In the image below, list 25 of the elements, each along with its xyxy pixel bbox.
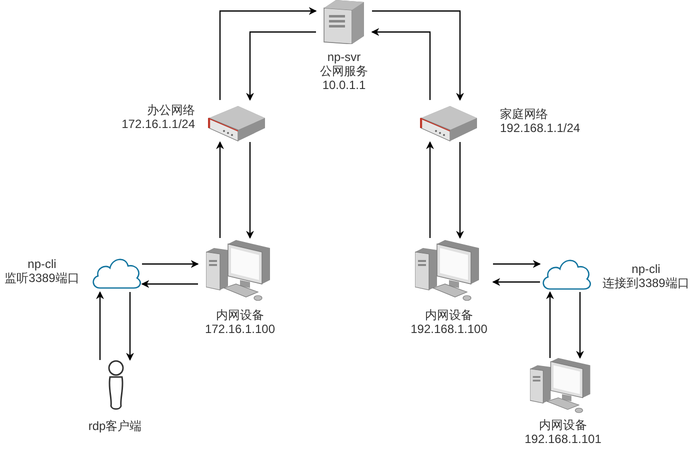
device-label: np-cli 连接到3389端口 — [602, 262, 690, 290]
arrow — [546, 291, 554, 358]
device-label: rdp客户端 — [87, 419, 143, 433]
device-label: np-svr 公网服务 10.0.1.1 — [319, 50, 369, 92]
arrow — [142, 260, 199, 268]
device-label: 家庭网络 192.168.1.1/24 — [500, 107, 582, 135]
arrow — [216, 141, 224, 238]
arrow — [246, 31, 316, 101]
arrow — [126, 292, 134, 361]
arrow — [219, 7, 317, 100]
arrow — [246, 142, 254, 239]
device-label: 办公网络 172.16.1.1/24 — [120, 103, 195, 131]
arrow — [371, 28, 431, 100]
arrow — [576, 292, 584, 359]
device-label: 内网设备 192.168.1.100 — [410, 308, 488, 336]
arrow — [456, 142, 464, 239]
device-label: 内网设备 172.16.1.100 — [204, 308, 276, 336]
arrow — [141, 280, 198, 288]
device-label: np-cli 监听3389端口 — [4, 257, 80, 285]
arrow — [96, 291, 104, 360]
arrow — [372, 10, 464, 101]
device-label: 内网设备 192.168.1.101 — [524, 418, 602, 446]
arrow — [426, 141, 434, 238]
arrow — [493, 260, 541, 268]
arrow — [492, 278, 540, 286]
